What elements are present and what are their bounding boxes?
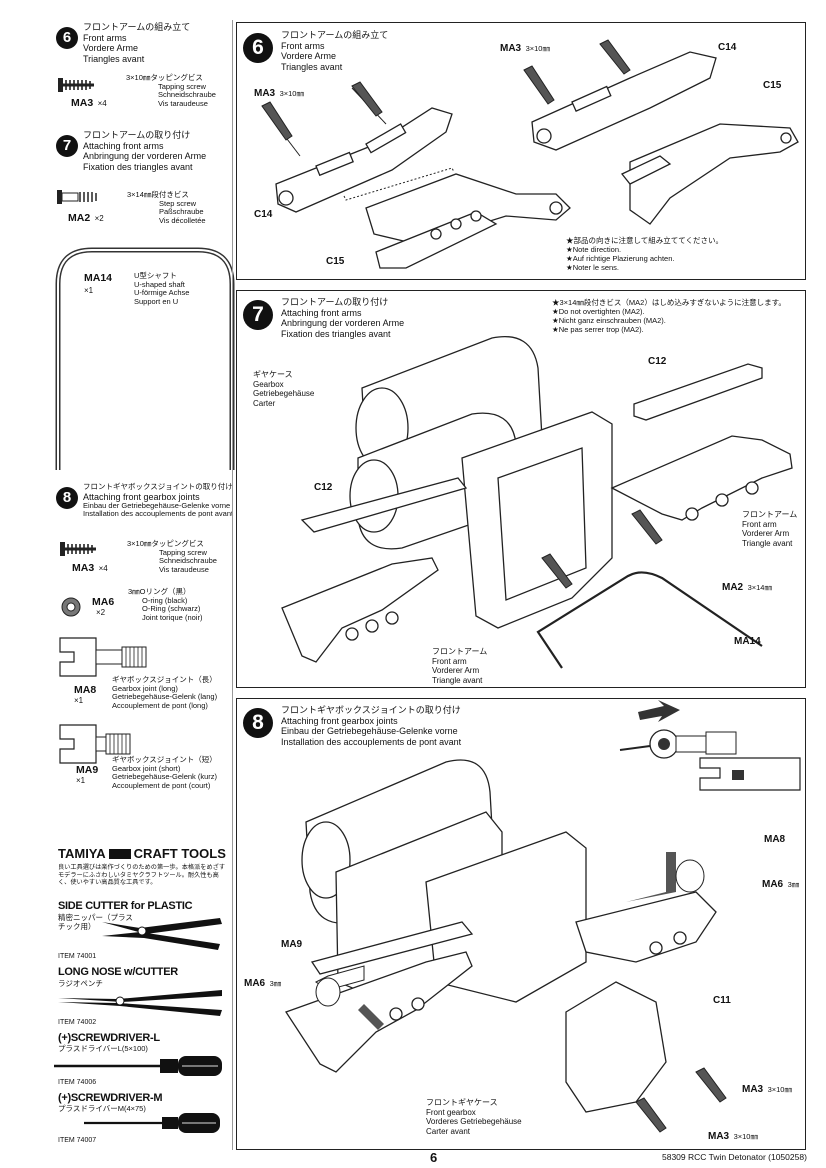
tool-long-nose-name: LONG NOSE w/CUTTER bbox=[58, 966, 178, 978]
panel-step-6 bbox=[236, 22, 806, 280]
panel-7-badge: 7 bbox=[243, 300, 273, 330]
tool-screwdriver-m-jp: プラスドライバーM(4×75) bbox=[58, 1104, 146, 1113]
panel7-frontarm-bottom: フロントアーム Front arm Vorderer Arm Triangle … bbox=[432, 647, 488, 685]
tool-screwdriver-m-item: ITEM 74007 bbox=[58, 1137, 97, 1144]
panel7-c12-right: C12 bbox=[648, 356, 667, 367]
step-6-jp: フロントアームの組み立て bbox=[83, 22, 191, 32]
panel7-notes: ★3×14㎜段付きビス（MA2）はしめ込みすぎないように注意します。 ★Do n… bbox=[552, 298, 786, 334]
panel7-c12-left: C12 bbox=[314, 482, 333, 493]
tool-screwdriver-m-name: (+)SCREWDRIVER-M bbox=[58, 1092, 163, 1104]
tapping-screw-icon bbox=[58, 78, 94, 92]
ma3-part-desc: 3×10㎜タッピングビス Tapping screw Schneidschrau… bbox=[126, 73, 216, 108]
panel-8-title: フロントギヤボックスジョイントの取り付け Attaching front gea… bbox=[281, 705, 462, 747]
tool-long-nose-item: ITEM 74002 bbox=[58, 1019, 97, 1026]
u-shaft-icon bbox=[55, 247, 235, 470]
step8-ma8-desc: ギヤボックスジョイント（長） Gearbox joint (long) Getr… bbox=[112, 675, 218, 710]
panel7-gearbox-label: ギヤケース Gearbox Getriebegehäuse Carter bbox=[253, 370, 315, 408]
side-cutter-icon bbox=[102, 918, 222, 950]
step-7-badge: 7 bbox=[56, 135, 78, 157]
ma14-part-desc: U型シャフト U-shaped shaft U-förmige Achse Su… bbox=[134, 271, 190, 306]
tool-side-cutter-jp: 精密ニッパー（プラスチック用） bbox=[58, 913, 133, 931]
tapping-screw-icon bbox=[60, 542, 96, 556]
screwdriver-l-icon bbox=[54, 1056, 222, 1076]
step-6-badge: 6 bbox=[56, 27, 78, 49]
document-code: 58309 RCC Twin Detonator (1050258) bbox=[662, 1152, 807, 1162]
step-8-title: フロントギヤボックスジョイントの取り付け Attaching front gea… bbox=[83, 482, 234, 519]
ma2-part-code: MA2 ×2 bbox=[68, 212, 104, 224]
gearbox-front-arms-drawing bbox=[281, 336, 793, 669]
panel-step-8 bbox=[236, 698, 806, 1150]
panel6-c14-right: C14 bbox=[718, 42, 737, 53]
step-6-fr: Triangles avant bbox=[83, 53, 145, 64]
panel6-ma3-left: MA3 3×10㎜ bbox=[254, 88, 304, 99]
panel-7-title: フロントアームの取り付け Attaching front arms Anbrin… bbox=[281, 297, 405, 339]
panel6-c15-left: C15 bbox=[326, 256, 345, 267]
panel7-ma2: MA2 3×14㎜ bbox=[722, 582, 772, 593]
panel8-ma9: MA9 bbox=[281, 939, 303, 950]
panel8-ma3-lower: MA3 3×10㎜ bbox=[708, 1131, 758, 1142]
o-ring-icon bbox=[61, 597, 81, 617]
panel8-front-gearbox-label: フロントギヤケース Front gearbox Vorderes Getrieb… bbox=[426, 1098, 522, 1136]
tool-screwdriver-l-item: ITEM 74006 bbox=[58, 1079, 97, 1086]
craft-tools-intro: 良い工具選びは楽作づくりのための第一歩。本格派をめざすモデラーにふさわしいタミヤ… bbox=[58, 864, 226, 886]
step-6-title: フロントアームの組み立て Front arms Vordere Arme Tri… bbox=[83, 22, 190, 64]
step8-ma3-code: MA3 ×4 bbox=[72, 562, 108, 574]
ma2-part-desc: 3×14㎜段付きビス Step screw Paßschraube Vis dé… bbox=[127, 190, 206, 225]
panel7-ma14: MA14 bbox=[734, 636, 761, 647]
step-screw-icon bbox=[57, 190, 97, 204]
step-6-de: Vordere Arme bbox=[83, 43, 139, 53]
panel7-frontarm-right: フロントアーム Front arm Vorderer Arm Triangle … bbox=[742, 510, 798, 548]
gearbox-joint-short-icon bbox=[59, 724, 131, 764]
step-8-badge: 8 bbox=[56, 487, 78, 509]
panel8-ma6-left: MA6 3㎜ bbox=[244, 978, 282, 989]
panel6-c15-right: C15 bbox=[763, 80, 782, 91]
panel8-c11: C11 bbox=[713, 995, 731, 1006]
column-divider bbox=[232, 20, 233, 1150]
page-number: 6 bbox=[430, 1150, 438, 1165]
step8-ma6-code: MA6 ×2 bbox=[92, 596, 115, 617]
step8-ma9-code: MA9 ×1 bbox=[76, 764, 99, 785]
tool-side-cutter-item: ITEM 74001 bbox=[58, 953, 97, 960]
panel8-ma3-upper: MA3 3×10㎜ bbox=[742, 1084, 792, 1095]
panel-step-7 bbox=[236, 290, 806, 688]
tool-screwdriver-l-name: (+)SCREWDRIVER-L bbox=[58, 1032, 160, 1044]
tool-screwdriver-l-jp: プラスドライバーL(5×100) bbox=[58, 1044, 148, 1053]
panel6-c14-left: C14 bbox=[254, 209, 273, 220]
gearbox-joint-long-icon bbox=[59, 637, 147, 677]
front-arm-assembly-right-drawing bbox=[523, 39, 799, 225]
step-6-en: Front arms bbox=[83, 32, 127, 43]
step-7-title: フロントアームの取り付け Attaching front arms Anbrin… bbox=[83, 130, 207, 172]
tool-side-cutter-name: SIDE CUTTER for PLASTIC bbox=[58, 900, 193, 912]
front-arm-assembly-left-drawing bbox=[261, 81, 571, 269]
long-nose-pliers-icon bbox=[58, 990, 222, 1016]
ma14-part: MA14 ×1 bbox=[84, 272, 113, 295]
panel6-ma3-right: MA3 3×10㎜ bbox=[500, 43, 550, 54]
panel-6-badge: 6 bbox=[243, 33, 273, 63]
front-gearbox-assembly-drawing bbox=[285, 759, 727, 1133]
step8-ma3-desc: 3×10㎜タッピングビス Tapping screw Schneidschrau… bbox=[127, 539, 217, 574]
panel-8-badge: 8 bbox=[243, 708, 273, 738]
panel6-notes: ★部品の向きに注意して組み立ててください。 ★Note direction. ★… bbox=[566, 236, 724, 272]
step8-ma6-desc: 3㎜Oリング（黒） O-ring (black) O-Ring (schwarz… bbox=[128, 587, 203, 622]
screwdriver-m-icon bbox=[84, 1113, 220, 1133]
ma3-part-code: MA3 ×4 bbox=[71, 97, 107, 109]
panel8-ma8: MA8 bbox=[764, 834, 786, 845]
step8-ma9-desc: ギヤボックスジョイント（短） Gearbox joint (short) Get… bbox=[112, 755, 218, 790]
gearbox-joint-detail-drawing bbox=[619, 700, 801, 791]
panel-6-title: フロントアームの組み立て Front arms Vordere Arme Tri… bbox=[281, 30, 389, 72]
panel8-ma6-right: MA6 3㎜ bbox=[762, 879, 800, 890]
tool-long-nose-jp: ラジオペンチ bbox=[58, 979, 103, 988]
step8-ma8-code: MA8 ×1 bbox=[74, 684, 97, 705]
